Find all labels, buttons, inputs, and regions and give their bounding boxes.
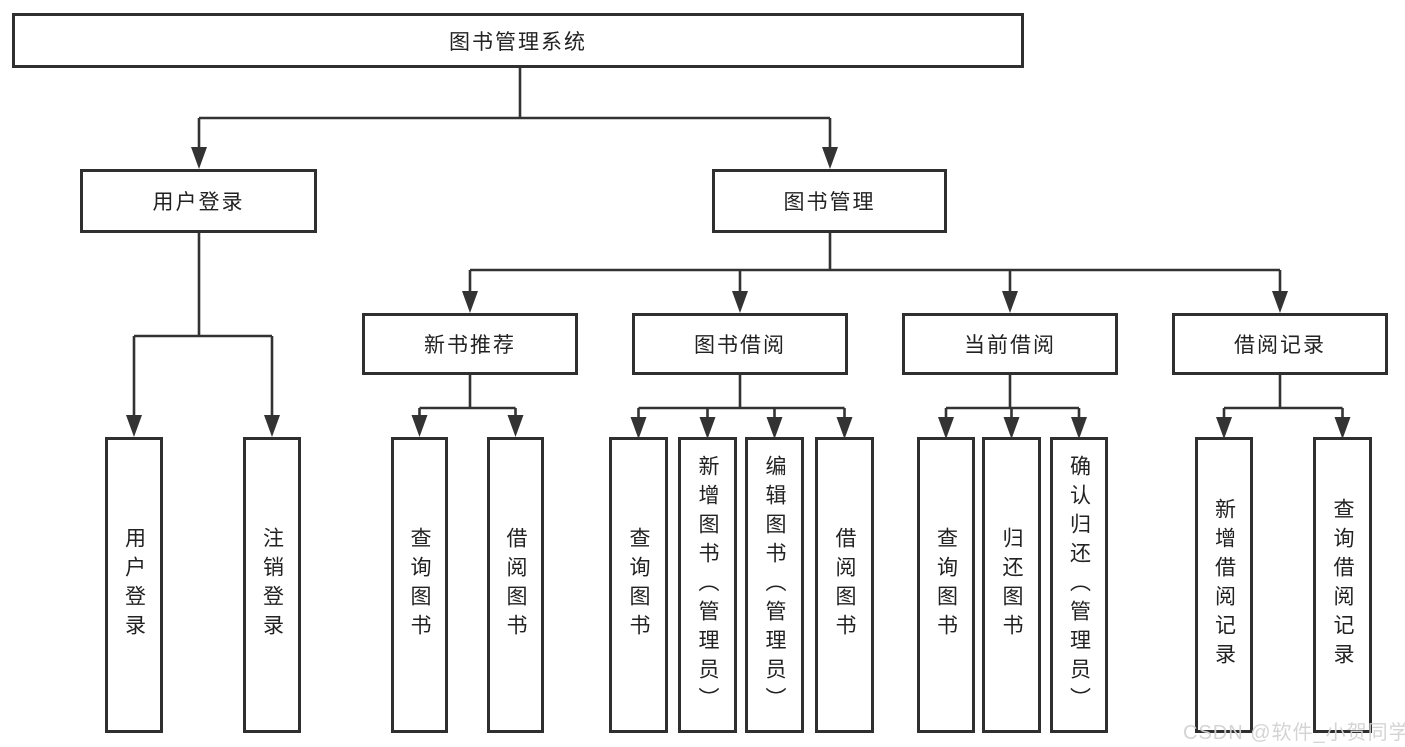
connector-root-to-level2 bbox=[197, 68, 832, 150]
arrow-icon bbox=[1002, 291, 1018, 313]
connector-userlogin-to-leaves bbox=[132, 233, 274, 420]
arrow-icon bbox=[836, 417, 853, 439]
leaf-add-book-admin: 新增图书（管理员） bbox=[678, 437, 737, 733]
node-label: 查询借阅记录 bbox=[1331, 498, 1354, 672]
node-library-management-system: 图书管理系统 bbox=[12, 13, 1024, 68]
watermark: CSDN @软件_小贺同学 bbox=[1183, 722, 1405, 744]
arrow-icon bbox=[264, 415, 280, 437]
leaf-logout: 注销登录 bbox=[243, 437, 301, 733]
arrow-icon bbox=[1334, 417, 1351, 439]
node-new-book-recommendation: 新书推荐 bbox=[362, 313, 578, 375]
arrow-icon bbox=[630, 417, 647, 439]
connector-bookmgmt-to-level3 bbox=[468, 233, 1282, 294]
arrow-icon bbox=[1216, 417, 1232, 439]
node-label: 用户登录 bbox=[152, 191, 245, 214]
node-label: 图书管理系统 bbox=[449, 30, 587, 54]
node-book-borrowing: 图书借阅 bbox=[632, 313, 848, 375]
leaf-edit-book-admin: 编辑图书（管理员） bbox=[745, 437, 804, 733]
leaf-query-borrow-record: 查询借阅记录 bbox=[1313, 437, 1372, 733]
arrow-icon bbox=[822, 147, 838, 169]
arrow-icon bbox=[699, 417, 716, 439]
leaf-confirm-return-admin: 确认归还（管理员） bbox=[1050, 437, 1108, 733]
arrow-icon bbox=[191, 147, 207, 169]
node-label: 当前借阅 bbox=[964, 334, 1056, 357]
connector-newbook-to-leaves bbox=[418, 375, 517, 419]
node-label: 图书借阅 bbox=[694, 334, 786, 357]
leaf-query-books-newbook: 查询图书 bbox=[391, 437, 448, 733]
arrow-icon bbox=[507, 415, 524, 437]
leaf-query-books-current: 查询图书 bbox=[917, 437, 975, 733]
leaf-borrow-books-newbook: 借阅图书 bbox=[487, 437, 544, 733]
node-label: 新书推荐 bbox=[424, 334, 516, 357]
node-label: 借阅图书 bbox=[833, 527, 856, 643]
leaf-add-borrow-record: 新增借阅记录 bbox=[1195, 437, 1253, 733]
node-current-borrowing: 当前借阅 bbox=[902, 313, 1118, 375]
arrow-icon bbox=[732, 291, 748, 313]
node-user-login-branch: 用户登录 bbox=[80, 169, 317, 233]
node-label: 查询图书 bbox=[408, 527, 431, 643]
arrow-icon bbox=[766, 417, 783, 439]
node-label: 归还图书 bbox=[1000, 527, 1023, 643]
connector-records-to-leaves bbox=[1222, 375, 1344, 420]
connector-borrow-to-leaves bbox=[637, 375, 846, 420]
arrow-icon bbox=[126, 415, 142, 437]
arrow-icon bbox=[1003, 417, 1020, 439]
arrow-icon bbox=[1071, 417, 1087, 439]
node-label: 查询图书 bbox=[934, 527, 958, 643]
node-label: 借阅图书 bbox=[504, 527, 527, 643]
connector-current-to-leaves bbox=[944, 375, 1081, 420]
arrow-icon bbox=[462, 291, 478, 313]
node-label: 新增借阅记录 bbox=[1212, 498, 1236, 672]
arrow-icon bbox=[1272, 291, 1288, 313]
node-borrowing-records: 借阅记录 bbox=[1172, 313, 1388, 375]
leaf-return-book: 归还图书 bbox=[982, 437, 1041, 733]
node-label: 新增图书（管理员） bbox=[696, 454, 719, 716]
node-label: 图书管理 bbox=[783, 191, 876, 214]
node-label: 确认归还（管理员） bbox=[1067, 454, 1091, 716]
leaf-user-login: 用户登录 bbox=[105, 437, 163, 733]
leaf-query-books-borrow: 查询图书 bbox=[609, 437, 668, 733]
leaf-borrow-books-borrow: 借阅图书 bbox=[815, 437, 874, 733]
node-label: 借阅记录 bbox=[1234, 334, 1326, 357]
node-label: 注销登录 bbox=[260, 527, 284, 643]
arrow-icon bbox=[411, 415, 428, 437]
node-book-management: 图书管理 bbox=[712, 169, 947, 233]
arrow-icon bbox=[938, 417, 954, 439]
node-label: 查询图书 bbox=[627, 527, 650, 643]
node-label: 用户登录 bbox=[122, 527, 146, 643]
node-label: 编辑图书（管理员） bbox=[763, 454, 786, 716]
